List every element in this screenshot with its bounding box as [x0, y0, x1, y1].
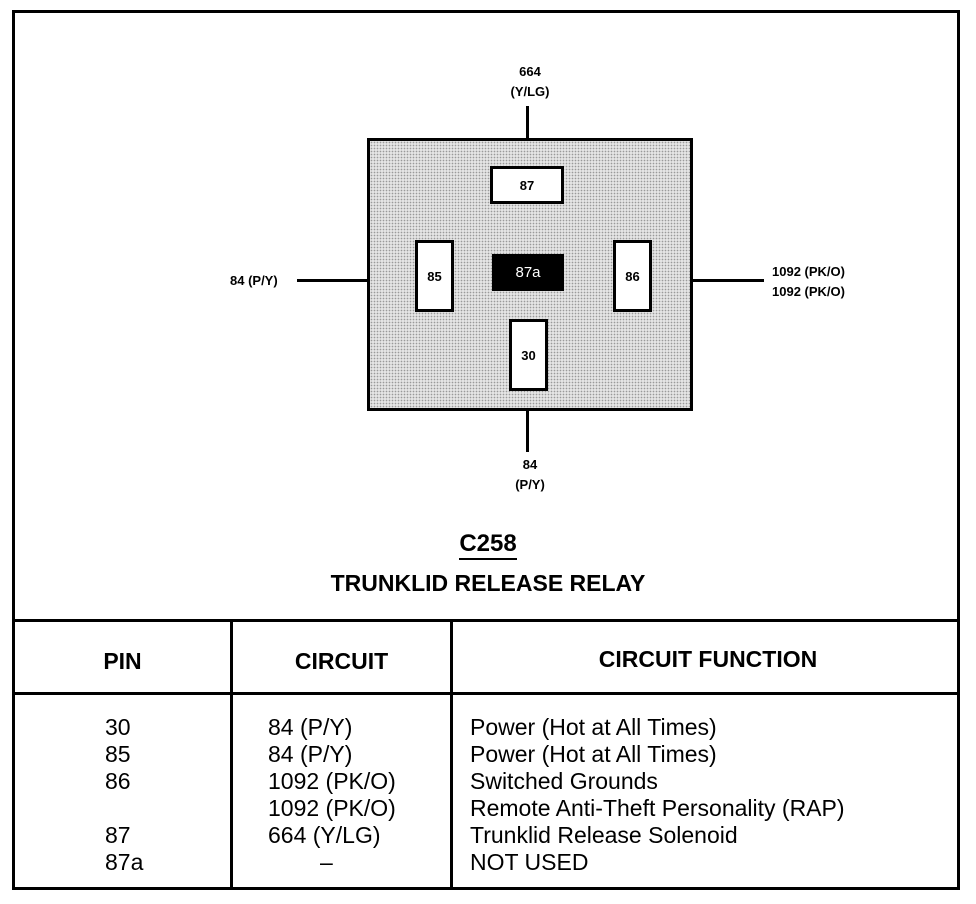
table-row-circuit: 1092 (PK/O)	[268, 795, 396, 821]
table-row-circuit: 84 (P/Y)	[268, 714, 353, 740]
wire-label-right: 1092 (PK/O) 1092 (PK/O)	[772, 262, 845, 302]
table-row-circuit: 84 (P/Y)	[268, 741, 353, 767]
wire-label-bottom-line2: (P/Y)	[515, 477, 545, 492]
table-row-function: Switched Grounds	[470, 768, 658, 794]
column-circuit: 84 (P/Y) 84 (P/Y) 1092 (PK/O) 1092 (PK/O…	[268, 714, 438, 876]
diagram-frame	[12, 10, 960, 890]
wire-label-left-line1: 84 (P/Y)	[230, 273, 278, 288]
table-row-pin: 86	[105, 768, 131, 794]
wire-label-left: 84 (P/Y)	[230, 271, 278, 291]
pin-86-label: 86	[625, 268, 640, 284]
table-row-function: Trunklid Release Solenoid	[470, 822, 738, 848]
table-header-divider	[12, 692, 960, 695]
pin-87a-label: 87a	[515, 264, 541, 281]
header-pin: PIN	[103, 648, 142, 674]
pin-85: 85	[415, 240, 454, 312]
wire-label-right-line2: 1092 (PK/O)	[772, 284, 845, 299]
pin-85-label: 85	[427, 268, 442, 284]
table-row-pin: 87	[105, 822, 131, 848]
wire-top	[526, 106, 529, 168]
table-row-pin: 30	[105, 714, 131, 740]
pin-87-label: 87	[519, 177, 535, 193]
wire-left	[297, 279, 417, 282]
table-col-divider-2	[450, 619, 453, 890]
wire-label-bottom: 84 (P/Y)	[490, 455, 570, 495]
column-pin: 30 85 86 87 87a	[105, 714, 185, 876]
table-top-border	[12, 619, 960, 622]
table-row-function: Power (Hot at All Times)	[470, 714, 717, 740]
header-circuit-function: CIRCUIT FUNCTION	[598, 646, 818, 672]
wire-bottom	[526, 388, 529, 452]
pin-87a: 87a	[492, 254, 564, 291]
connector-name: TRUNKLID RELEASE RELAY	[330, 570, 646, 596]
pin-30: 30	[509, 319, 548, 391]
table-row-function: Power (Hot at All Times)	[470, 741, 717, 767]
wire-right	[650, 279, 764, 282]
table-row-circuit: 1092 (PK/O)	[268, 768, 396, 794]
connector-id-text: C258	[459, 530, 517, 560]
wire-label-top: 664 (Y/LG)	[490, 62, 570, 102]
table-row-circuit: 664 (Y/LG)	[268, 822, 381, 848]
wire-label-bottom-line1: 84	[522, 457, 538, 472]
table-row-pin	[105, 795, 185, 822]
connector-id: C258	[0, 530, 976, 560]
table-row-function: Remote Anti-Theft Personality (RAP)	[470, 795, 845, 821]
table-row-circuit: –	[320, 849, 333, 875]
pin-86: 86	[613, 240, 652, 312]
wire-label-right-line1: 1092 (PK/O)	[772, 264, 845, 279]
pin-30-label: 30	[521, 347, 536, 363]
wire-label-top-line1: 664	[519, 64, 541, 79]
table-col-divider-1	[230, 619, 233, 890]
column-function: Power (Hot at All Times) Power (Hot at A…	[470, 714, 950, 876]
table-row-function: NOT USED	[470, 849, 589, 875]
header-circuit: CIRCUIT	[294, 648, 389, 674]
wire-label-top-line2: (Y/LG)	[510, 84, 550, 99]
pin-87: 87	[490, 166, 564, 204]
table-row-pin: 85	[105, 741, 131, 767]
table-row-pin: 87a	[105, 849, 144, 875]
